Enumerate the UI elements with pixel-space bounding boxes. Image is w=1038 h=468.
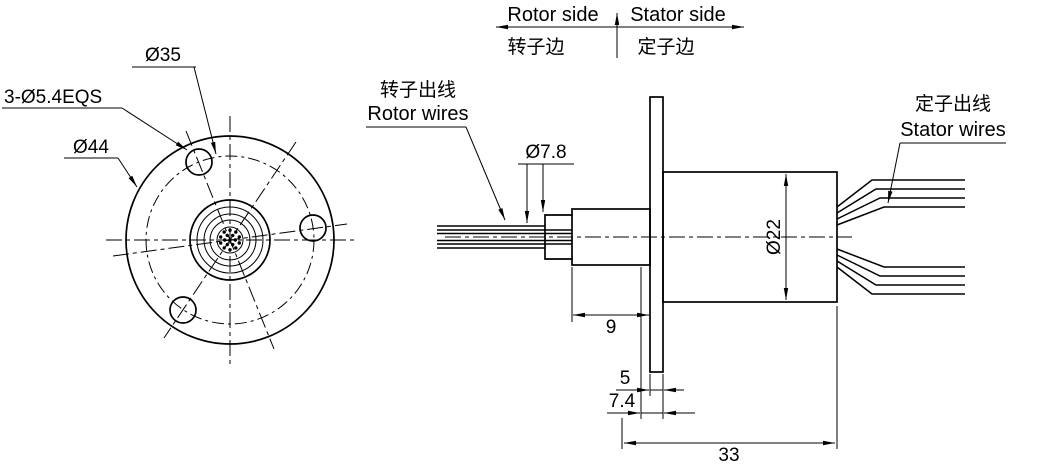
bolt-circle [145,155,315,325]
mounting-holes [169,148,327,324]
dim-flange-thickness: 5 [616,368,684,419]
stator-wires [836,179,965,295]
rotor-wires [437,225,572,249]
stator-side-label: Stator side [630,4,726,26]
dim-holes-label: 3-Ø5.4EQS [4,87,102,108]
dim-body-length: 33 [621,306,838,466]
stator-wires-label: Stator wires [900,119,1006,141]
dim-body-length-label: 33 [718,445,739,466]
rotor-wires-label: Rotor wires [367,103,468,125]
dim-rotor-length-label: 9 [606,317,617,338]
stator-wires-label-zh: 定子出线 [915,93,991,115]
rotor-wires-label-zh: 转子出线 [380,79,456,101]
slip-ring-body [544,96,838,373]
rotor-cylinder [571,208,651,266]
rotor-wires-callout: 转子出线 Rotor wires [366,79,506,221]
stator-body [662,171,838,303]
rotor-stub [544,214,573,260]
front-view-dimensions: Ø35 3-Ø5.4EQS Ø44 [2,45,217,188]
dim-rotor-length: 9 [571,267,649,338]
rotor-side-label-zh: 转子边 [507,36,564,58]
rotor-side-label: Rotor side [507,4,598,26]
side-view: Rotor side Stator side 转子边 定子边 [366,4,1006,466]
core-rings [189,199,271,281]
dim-shaft-diameter: Ø7.8 [518,142,574,223]
stator-side-label-zh: 定子边 [637,36,694,58]
dim-flange-thickness-label: 5 [620,368,631,389]
front-view: Ø35 3-Ø5.4EQS Ø44 [2,45,354,364]
dim-body-diameter-label: Ø22 [764,219,785,255]
dim-outer-label: Ø44 [73,137,109,158]
stator-wires-callout: 定子出线 Stator wires [887,93,1006,204]
wire-bundle-dots [219,228,241,252]
flange-outer-circle [125,135,335,345]
dim-bolt-circle-label: Ø35 [145,45,181,66]
dim-body-diameter: Ø22 [764,174,789,300]
dim-flange-total: 7.4 [607,267,695,419]
dim-flange-total-label: 7.4 [609,391,636,412]
flange-disc [649,96,664,373]
dim-shaft-diameter-label: Ø7.8 [525,142,566,163]
side-header: Rotor side Stator side 转子边 定子边 [496,4,744,58]
